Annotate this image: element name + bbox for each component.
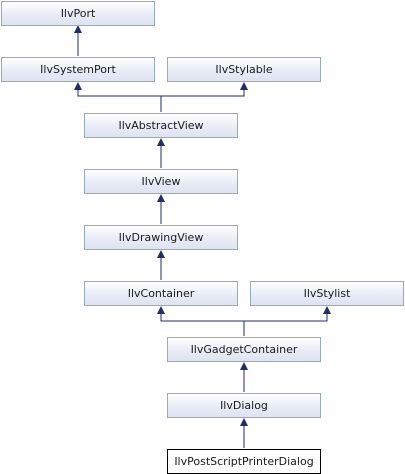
- node-ilvport[interactable]: IlvPort: [1, 1, 155, 26]
- node-ilvview[interactable]: IlvView: [84, 169, 238, 194]
- node-ilvpostscriptprinterdialog: IlvPostScriptPrinterDialog: [167, 449, 321, 474]
- edge-ilvabstractview-to-ilvsystemport: [74, 82, 162, 112]
- node-ilvdrawingview[interactable]: IlvDrawingView: [84, 225, 238, 250]
- node-ilvstylist[interactable]: IlvStylist: [250, 281, 404, 306]
- edge-ilvgadgetcontainer-to-ilvcontainer: [157, 306, 245, 336]
- node-ilvstylable[interactable]: IlvStylable: [167, 57, 321, 82]
- node-ilvgadgetcontainer[interactable]: IlvGadgetContainer: [167, 337, 321, 362]
- edge-ilvabstractview-to-ilvstylable: [161, 82, 248, 97]
- node-ilvabstractview[interactable]: IlvAbstractView: [84, 113, 238, 138]
- node-ilvcontainer[interactable]: IlvContainer: [84, 281, 238, 306]
- node-ilvdialog[interactable]: IlvDialog: [167, 393, 321, 418]
- edge-ilvgadgetcontainer-to-ilvstylist: [244, 306, 331, 322]
- node-ilvsystemport[interactable]: IlvSystemPort: [1, 57, 155, 82]
